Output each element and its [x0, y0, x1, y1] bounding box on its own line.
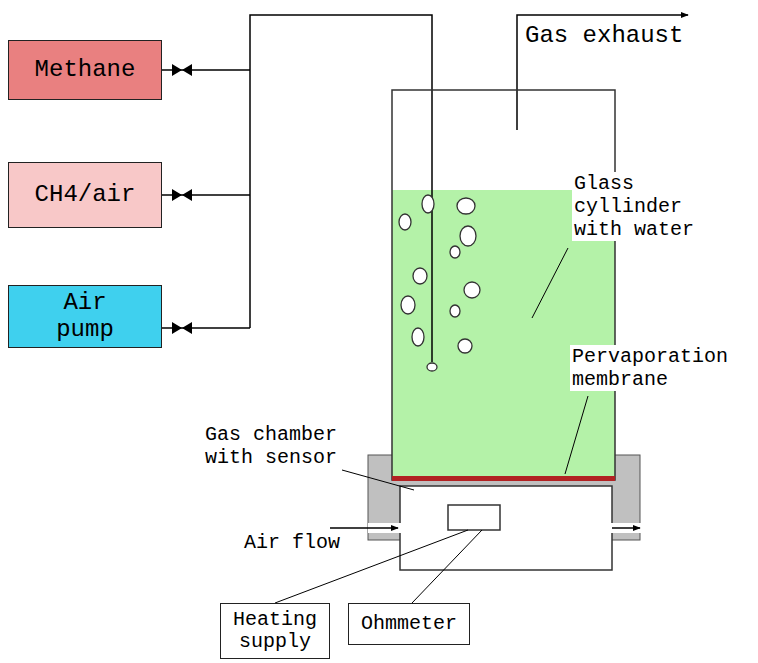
part-label: Glass cyllinder with water	[572, 172, 706, 241]
box-text: Ohmmeter	[361, 613, 457, 635]
part-label: Gas exhaust	[525, 22, 683, 50]
bubble	[422, 195, 434, 213]
air-flow-out-arrow	[612, 527, 640, 529]
bubble	[427, 363, 437, 371]
bubble	[401, 296, 415, 314]
bubble	[464, 282, 480, 298]
valve-symbol	[172, 189, 192, 201]
box-text: Air pump	[40, 290, 130, 343]
ohmmeter-wire	[412, 530, 482, 603]
leader-lines	[342, 248, 588, 490]
bubble	[399, 214, 411, 230]
sensor-element	[448, 505, 500, 530]
valve-symbol	[172, 64, 192, 76]
leader-line	[342, 470, 414, 490]
flow-label: Air flow	[244, 531, 340, 554]
glass-cylinder	[392, 90, 615, 480]
box-text: CH4/air	[35, 182, 136, 208]
bubble	[457, 198, 475, 214]
leader-line	[565, 396, 588, 474]
bubbles	[399, 195, 480, 371]
valves	[172, 64, 192, 334]
bubble	[450, 305, 460, 317]
bubbler-pipe	[431, 190, 433, 362]
part-label: Pervaporation membrane	[570, 345, 744, 391]
exhaust-pipe	[517, 15, 688, 130]
supply-box: Heating supply	[220, 603, 330, 659]
gas-source-box: CH4/air	[8, 162, 162, 228]
air-outlet	[611, 523, 641, 533]
bubble	[450, 246, 460, 258]
air-flow-in-arrow	[330, 527, 398, 529]
bubble	[458, 339, 472, 353]
valve-symbol	[172, 322, 192, 334]
part-label: Gas chamber with sensor	[205, 423, 345, 469]
gas-chamber	[400, 486, 612, 570]
box-text: Heating supply	[229, 609, 321, 653]
bubble	[412, 328, 424, 346]
pervaporation-membrane	[392, 476, 615, 481]
feed-pipe	[250, 15, 432, 362]
pump-box: Air pump	[8, 285, 162, 348]
leader-line	[532, 248, 568, 318]
bubble	[460, 226, 476, 246]
meter-box: Ohmmeter	[348, 603, 470, 645]
gas-source-box: Methane	[8, 40, 162, 100]
bubble	[413, 268, 427, 284]
box-text: Methane	[35, 57, 136, 83]
